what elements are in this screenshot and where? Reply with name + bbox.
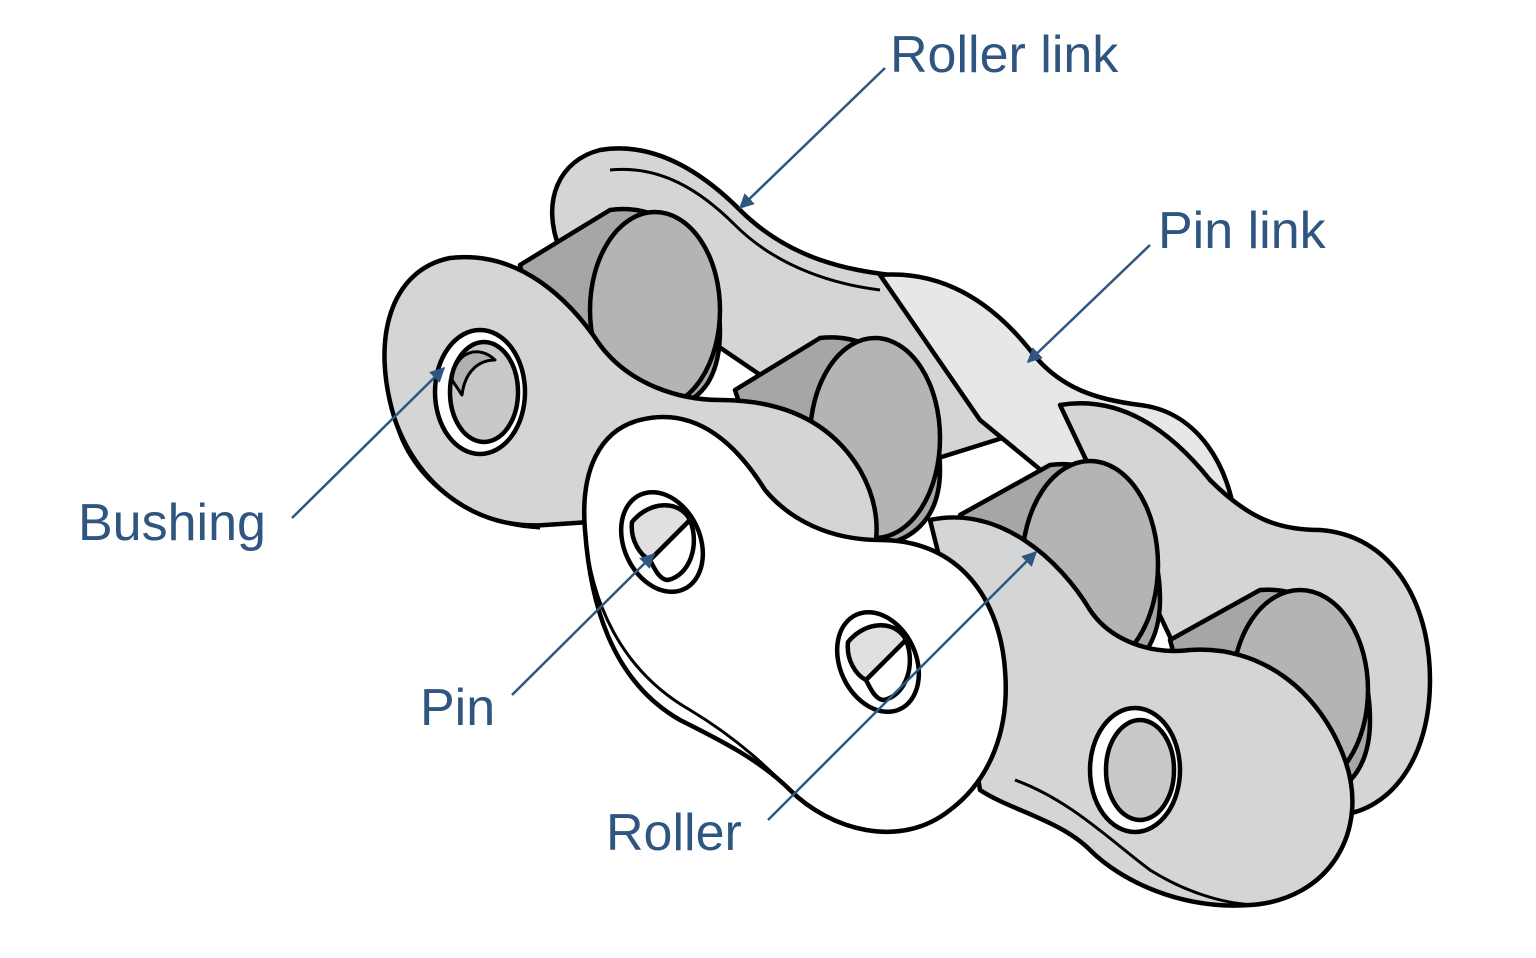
leader-pin-link bbox=[1026, 244, 1151, 364]
label-roller-link: Roller link bbox=[890, 26, 1119, 84]
label-pin-link: Pin link bbox=[1158, 202, 1327, 260]
leader-pin bbox=[511, 552, 656, 696]
bushing-left bbox=[432, 327, 528, 457]
leader-bushing bbox=[291, 366, 446, 519]
label-bushing: Bushing bbox=[78, 494, 266, 552]
leader-lines bbox=[291, 67, 1151, 821]
leader-roller bbox=[767, 550, 1038, 821]
leader-roller-link bbox=[738, 67, 886, 210]
label-pin: Pin bbox=[420, 679, 495, 737]
pin-lower bbox=[834, 609, 922, 715]
bushing-right bbox=[1087, 705, 1183, 835]
label-roller: Roller bbox=[606, 804, 742, 862]
